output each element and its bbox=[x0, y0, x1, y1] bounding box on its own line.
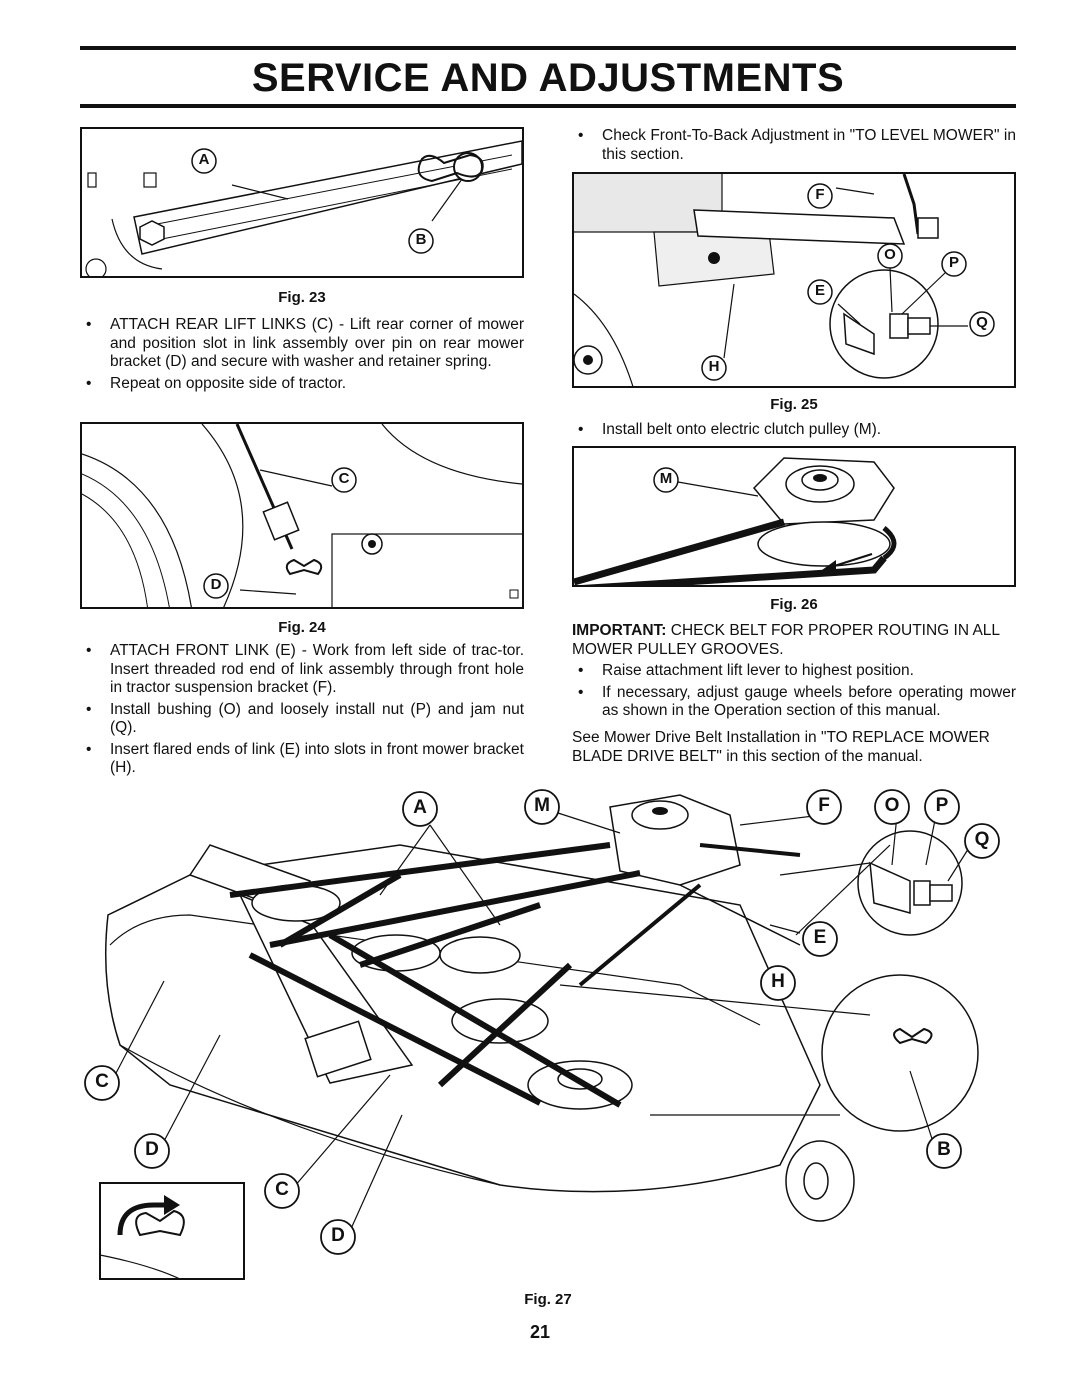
left-instructions-2: ATTACH FRONT LINK (E) - Work from left s… bbox=[80, 642, 524, 781]
fig25-label-h: H bbox=[708, 358, 720, 375]
fig25-label-q: Q bbox=[976, 314, 988, 331]
fig27-label-a: A bbox=[413, 797, 427, 818]
fig27-label-q: Q bbox=[974, 829, 990, 850]
fig25-caption: Fig. 25 bbox=[770, 396, 818, 413]
instruction-raise-lever: Raise attachment lift lever to highest p… bbox=[572, 662, 1016, 681]
fig23-callouts bbox=[191, 148, 434, 254]
fig27-caption: Fig. 27 bbox=[524, 1291, 572, 1308]
fig27-label-p: P bbox=[935, 795, 949, 816]
fig23-illustration bbox=[85, 140, 522, 276]
figure-26: M bbox=[572, 446, 1016, 587]
fig26-label-m: M bbox=[659, 470, 673, 487]
important-lead: IMPORTANT: bbox=[572, 622, 667, 639]
right-instructions-2: Install belt onto electric clutch pulley… bbox=[572, 421, 1016, 443]
fig27-label-c-left: C bbox=[95, 1071, 109, 1092]
fig25-illustration bbox=[574, 174, 968, 386]
right-instructions-1: Check Front-To-Back Adjustment in "TO LE… bbox=[572, 127, 1016, 167]
important-body: CHECK BELT FOR PROPER ROUTING IN ALL MOW… bbox=[572, 622, 1000, 658]
fig27-label-b: B bbox=[937, 1139, 951, 1160]
figure-24: C D bbox=[80, 422, 524, 609]
fig23-label-b: B bbox=[415, 231, 427, 248]
fig25-label-f: F bbox=[815, 186, 825, 203]
instruction-install-belt: Install belt onto electric clutch pulley… bbox=[572, 421, 1016, 440]
page-number: 21 bbox=[529, 1322, 551, 1342]
fig24-caption: Fig. 24 bbox=[278, 619, 326, 636]
fig27-illustration bbox=[99, 794, 979, 1280]
fig25-label-p: P bbox=[948, 254, 959, 271]
instruction-insert-flared-ends: Insert flared ends of link (E) into slot… bbox=[80, 741, 524, 778]
fig27-label-d-inset: D bbox=[331, 1225, 345, 1246]
fig25-label-e: E bbox=[814, 282, 825, 299]
fig23-caption: Fig. 23 bbox=[278, 289, 326, 306]
fig24-callouts bbox=[203, 467, 357, 599]
figure-25: F O P E Q H bbox=[572, 172, 1016, 388]
fig24-label-c: C bbox=[338, 470, 350, 487]
instruction-repeat-side: Repeat on opposite side of tractor. bbox=[80, 375, 524, 394]
fig26-illustration bbox=[574, 457, 897, 585]
right-instructions-3: Raise attachment lift lever to highest p… bbox=[572, 662, 1016, 724]
fig27-label-o: O bbox=[884, 795, 900, 816]
fig27-callouts bbox=[84, 789, 1000, 1255]
header-bottom-rule bbox=[80, 104, 1016, 108]
instruction-check-adjustment: Check Front-To-Back Adjustment in "TO LE… bbox=[572, 127, 1016, 164]
fig26-callouts bbox=[653, 467, 679, 493]
fig26-caption: Fig. 26 bbox=[770, 596, 818, 613]
instruction-rear-lift-links: ATTACH REAR LIFT LINKS (C) - Lift rear c… bbox=[80, 316, 524, 372]
fig24-label-d: D bbox=[210, 576, 222, 593]
figure-23: A B bbox=[80, 127, 524, 278]
fig25-callouts bbox=[701, 183, 995, 381]
fig27-label-c-inset: C bbox=[275, 1179, 289, 1200]
fig27-label-d-left: D bbox=[145, 1139, 159, 1160]
left-instructions-1: ATTACH REAR LIFT LINKS (C) - Lift rear c… bbox=[80, 316, 524, 396]
page-title: SERVICE AND ADJUSTMENTS bbox=[251, 56, 845, 100]
fig25-label-o: O bbox=[884, 246, 896, 263]
fig27-label-h: H bbox=[771, 971, 785, 992]
instruction-adjust-gauge-wheels: If necessary, adjust gauge wheels before… bbox=[572, 684, 1016, 721]
fig23-label-a: A bbox=[198, 151, 210, 168]
see-note: See Mower Drive Belt Installation in "TO… bbox=[572, 729, 990, 765]
fig27-label-f: F bbox=[818, 795, 830, 816]
header-top-rule bbox=[80, 46, 1016, 50]
instruction-front-link: ATTACH FRONT LINK (E) - Work from left s… bbox=[80, 642, 524, 698]
fig24-illustration bbox=[82, 424, 522, 607]
instruction-install-bushing: Install bushing (O) and loosely install … bbox=[80, 701, 524, 738]
fig27-label-m: M bbox=[534, 795, 550, 816]
important-note: IMPORTANT: CHECK BELT FOR PROPER ROUTING… bbox=[572, 622, 1016, 659]
fig27-label-e: E bbox=[813, 927, 827, 948]
